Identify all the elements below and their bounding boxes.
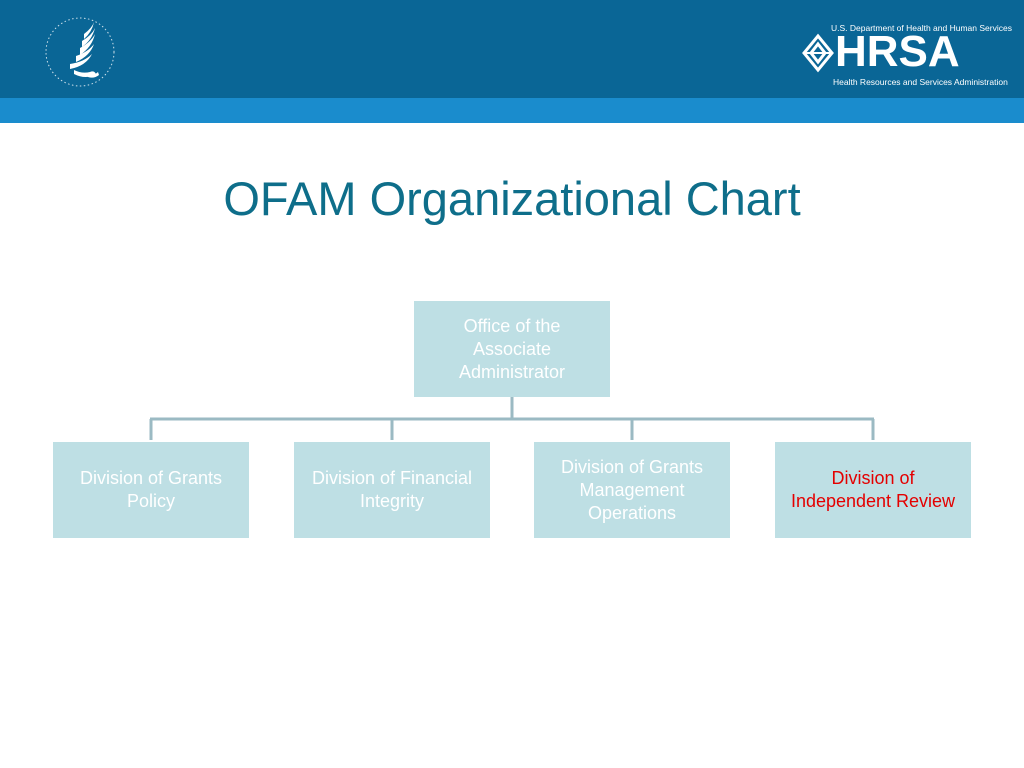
slide-title: OFAM Organizational Chart	[223, 172, 801, 225]
hrsa-subtitle-text: Health Resources and Services Administra…	[833, 77, 1008, 87]
org-node-label: Office of the Associate Administrator	[458, 315, 566, 382]
org-node-label: Division of Independent Review	[790, 468, 956, 511]
org-node-grants-management-operations: Division of Grants Management Operations	[534, 442, 730, 538]
header-stripe	[0, 98, 1024, 123]
hrsa-department-text: U.S. Department of Health and Human Serv…	[831, 23, 1012, 33]
org-node-financial-integrity: Division of Financial Integrity	[294, 442, 490, 538]
org-node-associate-administrator: Office of the Associate Administrator	[414, 301, 610, 397]
org-node-label: Division of Financial Integrity	[311, 468, 473, 511]
hrsa-wordmark: HRSA	[835, 27, 960, 76]
org-node-label: Division of Grants Policy	[79, 468, 223, 511]
hrsa-diamond-icon	[802, 33, 834, 73]
hhs-eagle-seal-icon	[45, 17, 115, 87]
header-band	[0, 0, 1024, 98]
org-node-independent-review: Division of Independent Review	[775, 442, 971, 538]
org-node-label: Division of Grants Management Operations	[560, 456, 704, 523]
org-node-grants-policy: Division of Grants Policy	[53, 442, 249, 538]
